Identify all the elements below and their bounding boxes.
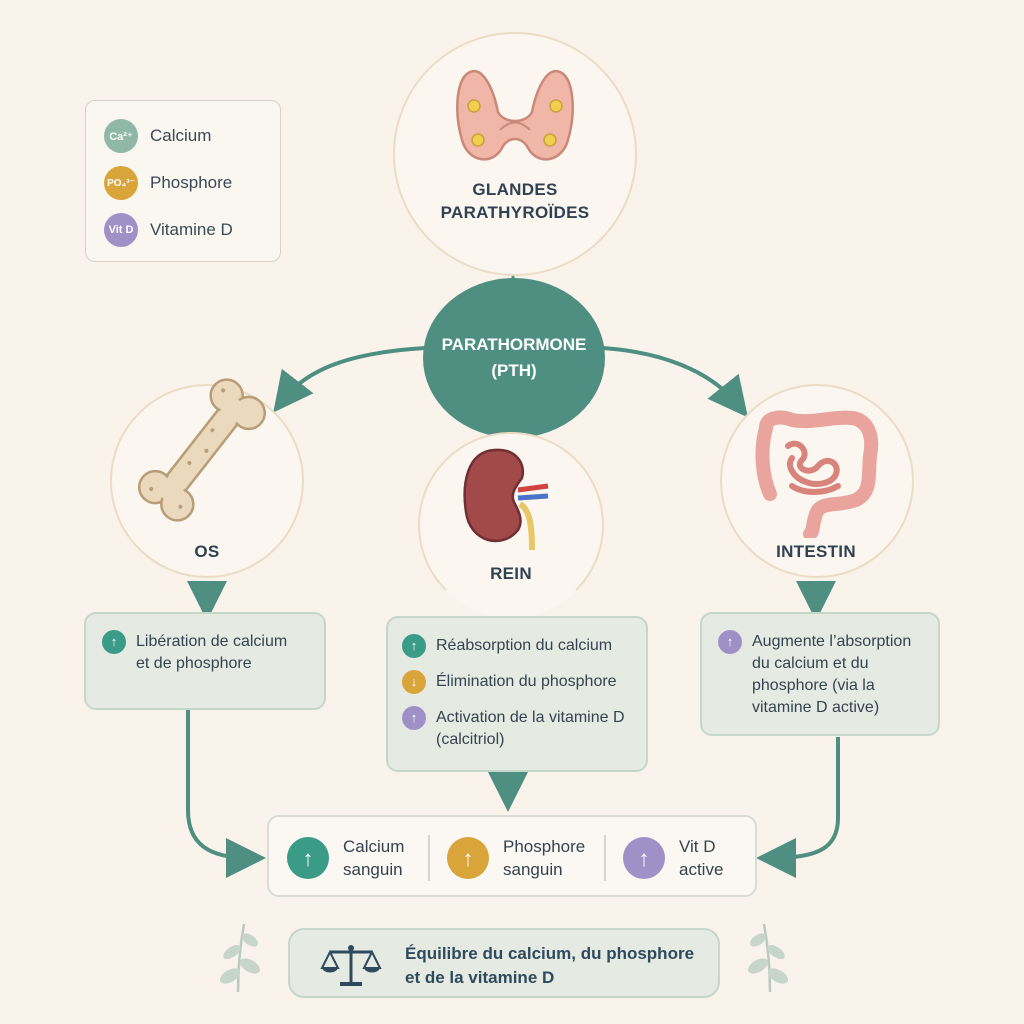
equilibrium-text: Équilibre du calcium, du phosphore et de… [405,942,694,990]
glands-label: GLANDES PARATHYROÏDES [413,178,617,224]
bone-effect-line1: Libération de calcium [136,633,288,650]
result-line2: active [679,860,724,879]
bone-effect-text: Libération de calcium et de phosphore [136,631,287,675]
intestine-effect-line: vitamine D active) [752,699,880,716]
result-vit-d: ↑ Vit D active [623,835,723,881]
result-text: Vit D active [679,835,723,881]
kidney-label: REIN [490,564,532,583]
bone-icon [138,378,266,522]
result-text: Phosphore sanguin [503,835,585,881]
up-arrow-icon: ↑ [102,630,126,654]
intestine-effect-line: du calcium et du [752,655,869,672]
kidney-icon [463,448,549,551]
result-calcium: ↑ Calcium sanguin [287,835,404,881]
equilibrium-line2: et de la vitamine D [405,968,555,987]
up-arrow-icon: ↑ [287,837,329,879]
intestine-effect-line: Augmente l’absorption [752,633,912,650]
pth-node: PARATHORMONE (PTH) [423,278,605,438]
pth-label-line2: (PTH) [491,361,537,380]
result-phosphore: ↑ Phosphore sanguin [447,835,585,881]
kidney-effect-text: Activation de la vitamine D (calcitriol) [436,707,625,751]
pth-label-line1: PARATHORMONE [441,335,587,354]
bone-effect-item: ↑ Libération de calcium et de phosphore [102,630,287,675]
kidney-effect-line: (calcitriol) [436,731,505,748]
leaf-branch-icon [748,923,788,993]
divider [428,835,430,881]
intestine-effect-item: ↑ Augmente l’absorption du calcium et du… [718,630,911,719]
legend-label: Calcium [150,126,212,145]
legend-item-phosphore: PO₄³⁻ Phosphore [104,166,232,200]
up-arrow-icon: ↑ [718,630,742,654]
equilibrium-banner: Équilibre du calcium, du phosphore et de… [288,928,720,998]
results-box: ↑ Calcium sanguin ↑ Phosphore sanguin ↑ … [267,815,757,897]
intestine-effect-line: phosphore (via la [752,677,875,694]
result-line2: sanguin [343,860,403,879]
result-text: Calcium sanguin [343,835,404,881]
legend: Ca²⁺ Calcium PO₄³⁻ Phosphore Vit D Vitam… [85,100,281,262]
down-arrow-icon: ↓ [402,670,426,694]
calcium-badge: Ca²⁺ [104,119,138,153]
intestine-label: INTESTIN [776,542,856,561]
bone-effect-line2: et de phosphore [136,655,252,672]
kidney-effect-text: Réabsorption du calcium [436,637,613,654]
legend-item-calcium: Ca²⁺ Calcium [104,119,211,153]
intestine-effect-text: Augmente l’absorption du calcium et du p… [752,631,911,719]
legend-label: Vitamine D [150,220,233,239]
result-line2: sanguin [503,860,563,879]
divider [604,835,606,881]
parathyroid-circle [393,32,637,276]
result-line1: Phosphore [503,837,586,856]
kidney-effect-item-1: ↑ Réabsorption du calcium [402,634,613,658]
equilibrium-line1: Équilibre du calcium, du phosphore [405,944,695,963]
phosphate-badge: PO₄³⁻ [104,166,138,200]
legend-item-vitamine-d: Vit D Vitamine D [104,213,233,247]
result-line1: Vit D [679,837,716,856]
up-arrow-icon: ↑ [623,837,665,879]
result-line1: Calcium [343,837,405,856]
kidney-effect-item-2: ↓ Élimination du phosphore [402,670,617,694]
legend-label: Phosphore [150,173,233,192]
scale-icon [320,945,382,986]
thyroid-gland-icon [456,69,574,161]
bone-effect-box: ↑ Libération de calcium et de phosphore [84,612,326,710]
intestine-effect-box: ↑ Augmente l’absorption du calcium et du… [700,612,940,736]
kidney-effect-line: Activation de la vitamine D [436,709,625,726]
leaf-branch-icon [220,923,260,993]
kidney-effect-box: ↑ Réabsorption du calcium ↓ Élimination … [386,616,648,772]
bone-label: OS [194,542,220,561]
intestine-icon [755,410,879,538]
up-arrow-icon: ↑ [402,634,426,658]
glands-label-line2: PARATHYROÏDES [440,203,590,222]
up-arrow-icon: ↑ [402,706,426,730]
kidney-effect-text: Élimination du phosphore [436,673,617,690]
kidney-effect-item-3: ↑ Activation de la vitamine D (calcitrio… [402,706,625,751]
glands-label-line1: GLANDES [472,180,558,199]
up-arrow-icon: ↑ [447,837,489,879]
vitamin-d-badge: Vit D [104,213,138,247]
